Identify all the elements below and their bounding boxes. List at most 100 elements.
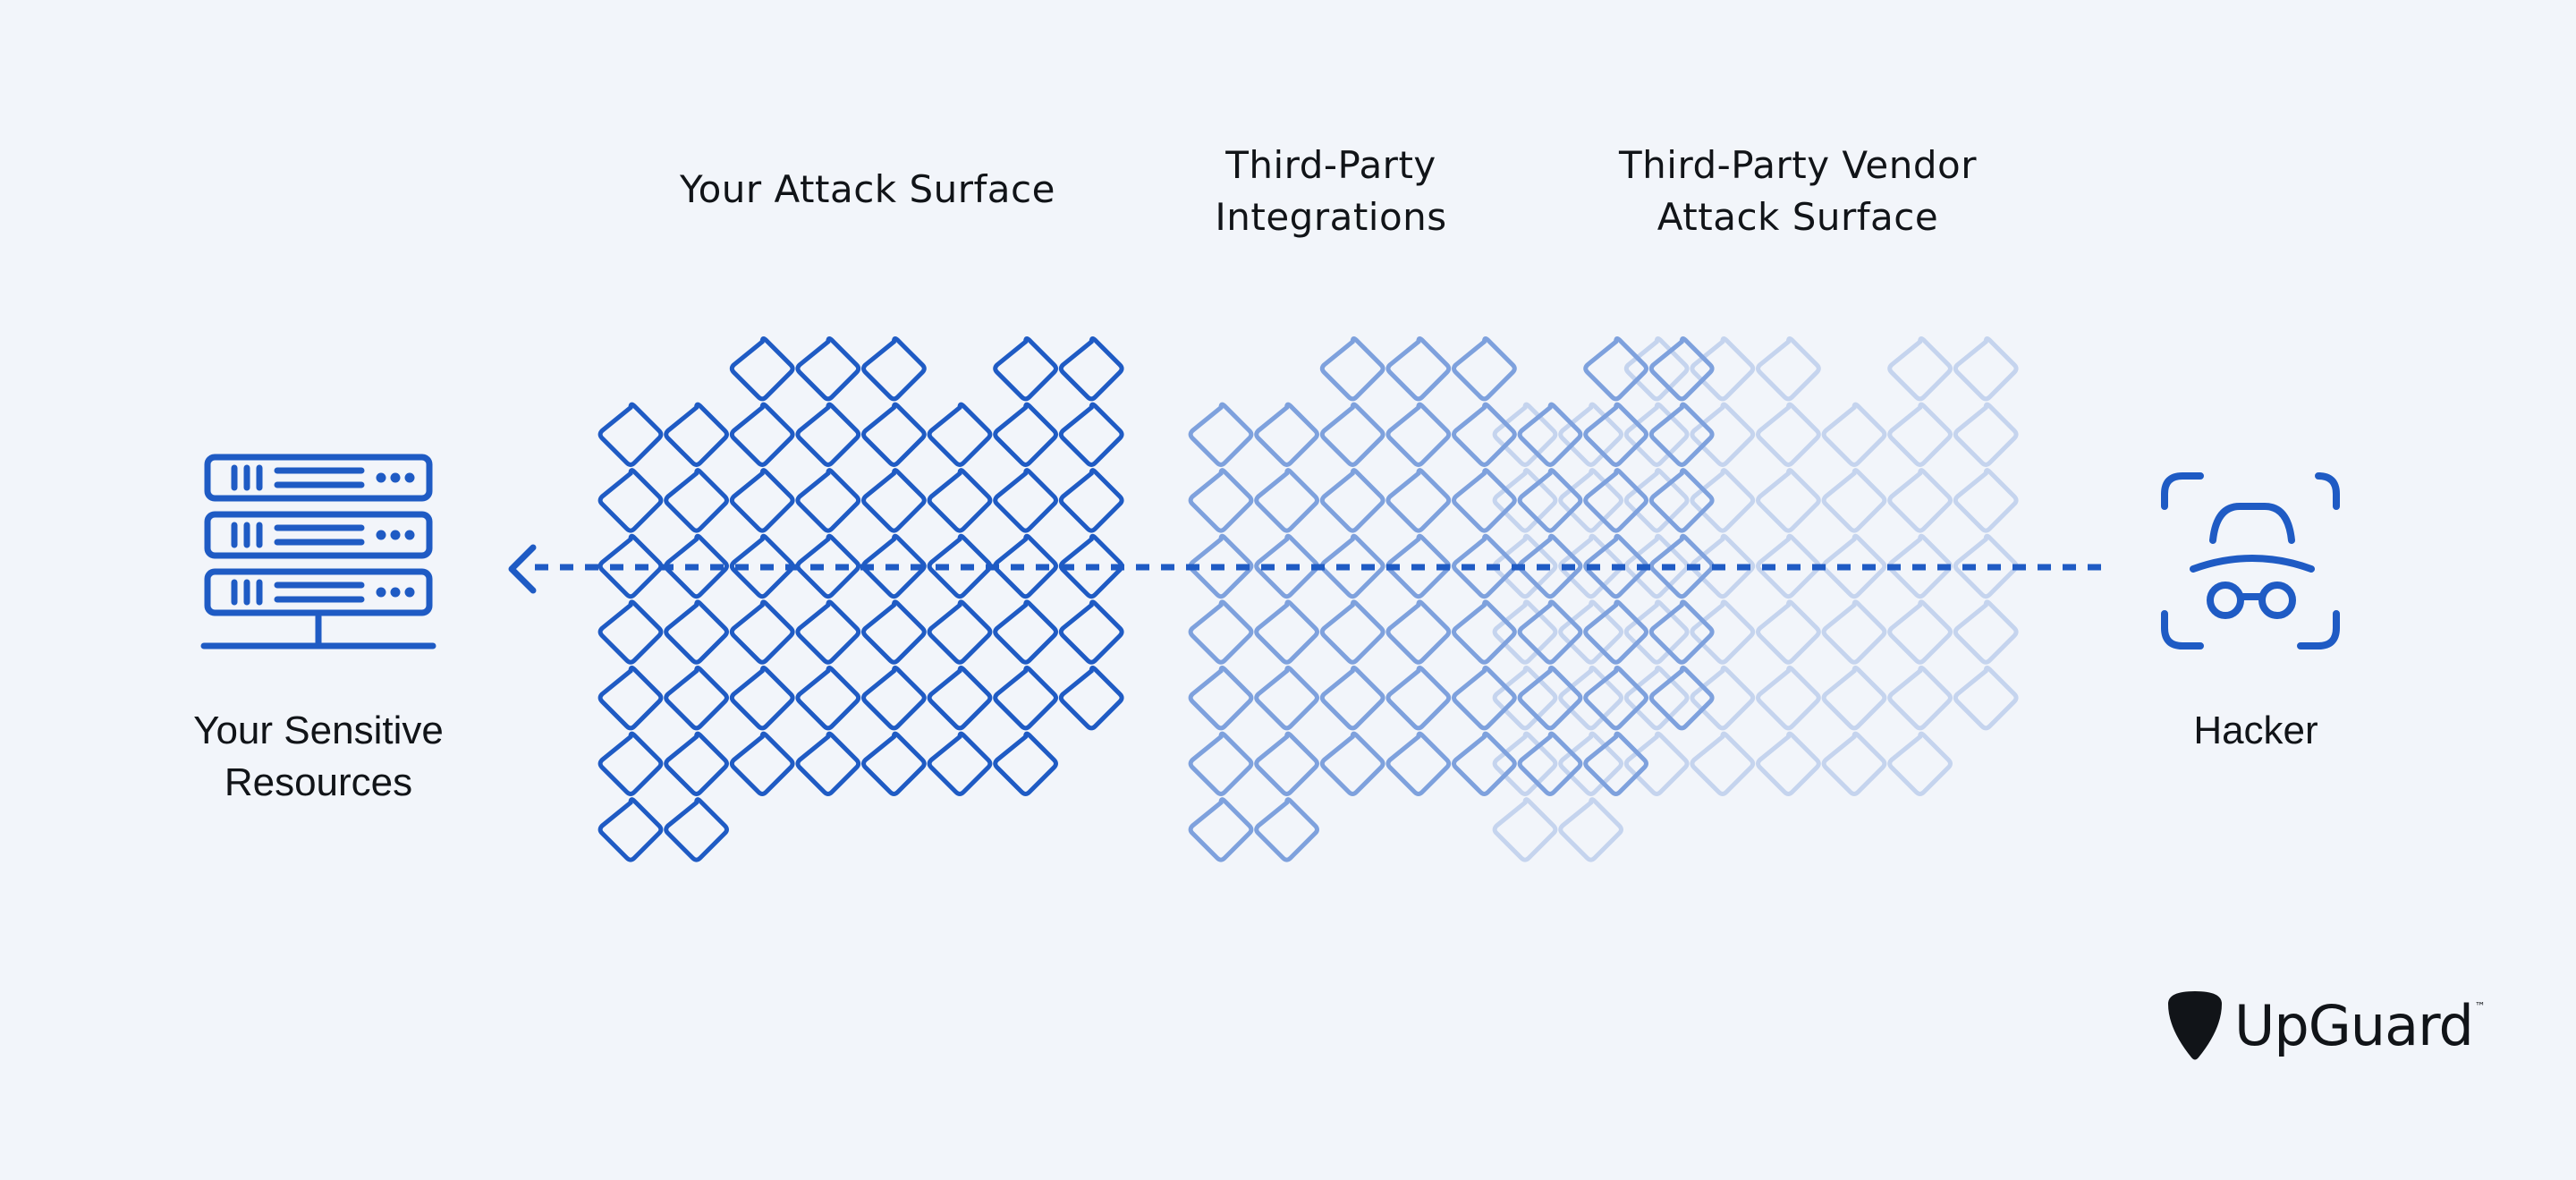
mesh-diamond [861, 731, 927, 796]
mesh-diamond [597, 468, 664, 533]
mesh-diamond [1623, 731, 1690, 796]
mesh-diamond [1821, 402, 1887, 467]
mesh-diamond [1254, 533, 1319, 599]
mesh-diamond [1953, 402, 2019, 467]
mesh-diamond [1623, 533, 1690, 599]
mesh-diamond [1492, 731, 1558, 796]
mesh-diamond [1953, 599, 2019, 665]
mesh-diamond [664, 599, 729, 665]
mesh-diamond [1319, 599, 1385, 665]
mesh-diamond [1188, 797, 1254, 862]
mesh-diamond [1385, 402, 1452, 467]
mesh-diamond [1452, 533, 1517, 599]
mesh-diamond [1517, 665, 1583, 731]
mesh-diamond [1887, 731, 1953, 796]
mesh-diamond [1821, 468, 1887, 533]
mesh-diamond [927, 402, 993, 467]
mesh-diamond [664, 665, 729, 731]
mesh-diamond [1517, 731, 1583, 796]
mesh-diamond [1623, 468, 1690, 533]
mesh-diamond [597, 533, 664, 599]
heading-your-attack-surface: Your Attack Surface [680, 167, 1055, 211]
mesh-diamond [1583, 402, 1648, 467]
mesh-diamond [729, 402, 795, 467]
mesh-diamond [1188, 665, 1254, 731]
mesh-diamond [861, 335, 927, 402]
mesh-diamond [993, 402, 1058, 467]
mesh-diamond [1188, 468, 1254, 533]
mesh-diamond [1690, 335, 1756, 402]
mesh-diamond [1452, 468, 1517, 533]
mesh-diamond [927, 533, 993, 599]
mesh-diamond [1319, 335, 1385, 402]
mesh-diamond [1690, 402, 1756, 467]
mesh-diamond [1492, 797, 1558, 862]
guitar-pick-logo-icon [2168, 991, 2222, 1060]
third-party-integrations-mesh [1188, 335, 1715, 862]
vendor-attack-surface-mesh [1492, 335, 2019, 862]
mesh-diamond [1648, 665, 1715, 731]
mesh-diamond [1058, 665, 1124, 731]
mesh-diamond [1690, 731, 1756, 796]
mesh-diamond [1319, 665, 1385, 731]
mesh-diamond [597, 731, 664, 796]
attack-path-arrow [508, 544, 2104, 594]
mesh-diamond [1254, 402, 1319, 467]
mesh-diamond [597, 402, 664, 467]
mesh-diamond [993, 665, 1058, 731]
mesh-diamond [927, 468, 993, 533]
mesh-diamond [1319, 402, 1385, 467]
mesh-diamond [597, 599, 664, 665]
mesh-diamond [664, 731, 729, 796]
mesh-diamond [1756, 731, 1821, 796]
mesh-diamond [1648, 402, 1715, 467]
mesh-diamond [1558, 665, 1623, 731]
upguard-logo: UpGuard ™ [2163, 988, 2486, 1063]
mesh-diamond [664, 468, 729, 533]
sensitive-resources-label: Your Sensitive Resources [193, 709, 444, 804]
mesh-diamond [729, 335, 795, 402]
mesh-diamond [927, 599, 993, 665]
mesh-diamond [1492, 599, 1558, 665]
heading-third-party-integrations: Third-Party Integrations [1215, 143, 1447, 239]
mesh-diamond [795, 533, 861, 599]
mesh-diamond [1887, 468, 1953, 533]
mesh-diamond [1188, 402, 1254, 467]
mesh-diamond [1953, 468, 2019, 533]
mesh-diamond [1583, 599, 1648, 665]
mesh-diamond [1452, 335, 1517, 402]
mesh-diamond [1583, 335, 1648, 402]
mesh-diamond [1558, 468, 1623, 533]
mesh-diamond [795, 335, 861, 402]
mesh-diamond [861, 599, 927, 665]
hacker-label: Hacker [2193, 709, 2318, 752]
mesh-diamond [1583, 533, 1648, 599]
mesh-diamond [927, 731, 993, 796]
mesh-diamond [1058, 335, 1124, 402]
mesh-diamond [1623, 665, 1690, 731]
mesh-diamond [795, 468, 861, 533]
mesh-diamond [1558, 533, 1623, 599]
mesh-diamond [1058, 599, 1124, 665]
mesh-diamond [795, 665, 861, 731]
mesh-diamond [1385, 468, 1452, 533]
mesh-diamond [729, 731, 795, 796]
mesh-diamond [1648, 468, 1715, 533]
mesh-diamond [1953, 335, 2019, 402]
mesh-diamond [1558, 797, 1623, 862]
hacker-face-icon [2161, 472, 2340, 649]
mesh-diamond [729, 665, 795, 731]
mesh-diamond [729, 533, 795, 599]
mesh-diamond [1756, 335, 1821, 402]
mesh-diamond [1583, 468, 1648, 533]
mesh-diamond [1452, 599, 1517, 665]
mesh-diamond [993, 731, 1058, 796]
mesh-diamond [795, 599, 861, 665]
mesh-diamond [1517, 468, 1583, 533]
mesh-diamond [1254, 468, 1319, 533]
mesh-diamond [1887, 402, 1953, 467]
mesh-diamond [1558, 402, 1623, 467]
mesh-diamond [993, 335, 1058, 402]
mesh-diamond [1821, 599, 1887, 665]
